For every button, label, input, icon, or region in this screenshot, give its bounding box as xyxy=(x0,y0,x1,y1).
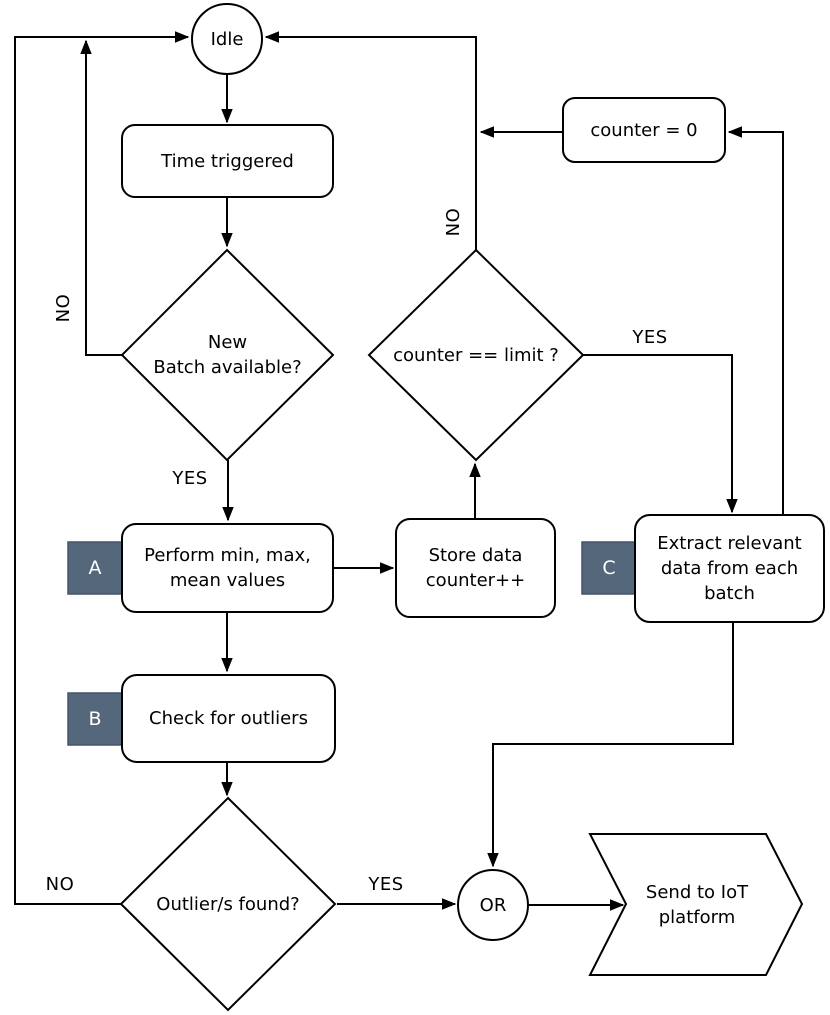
badge-a-shape xyxy=(67,541,126,595)
outlier-found-diamond-shape xyxy=(119,796,337,1012)
badge-c-shape xyxy=(581,541,640,595)
time-triggered-node-shape xyxy=(121,124,334,198)
counter-limit-diamond-shape xyxy=(367,248,585,462)
edge-counterlimit-yes-to-extract xyxy=(583,354,738,514)
edge-extract-to-counterzero xyxy=(727,126,784,515)
send-iot-chevron-shape xyxy=(588,833,804,976)
extract-data-node-shape xyxy=(634,514,825,623)
edge-extract-to-or xyxy=(487,622,734,868)
idle-node-shape xyxy=(191,3,263,75)
badge-b-shape xyxy=(67,692,126,746)
check-outliers-node-shape xyxy=(121,674,336,763)
counter-zero-node-shape xyxy=(562,97,726,163)
edge-counterlimit-no-to-idle xyxy=(264,31,477,250)
store-data-node-shape xyxy=(395,518,556,618)
or-junction-shape xyxy=(457,869,529,941)
perform-node-shape xyxy=(121,523,334,613)
new-batch-diamond-shape xyxy=(120,248,335,462)
edge-newbatch-no-to-idle xyxy=(80,39,122,356)
edge-outlier-no-to-idle xyxy=(14,31,190,905)
